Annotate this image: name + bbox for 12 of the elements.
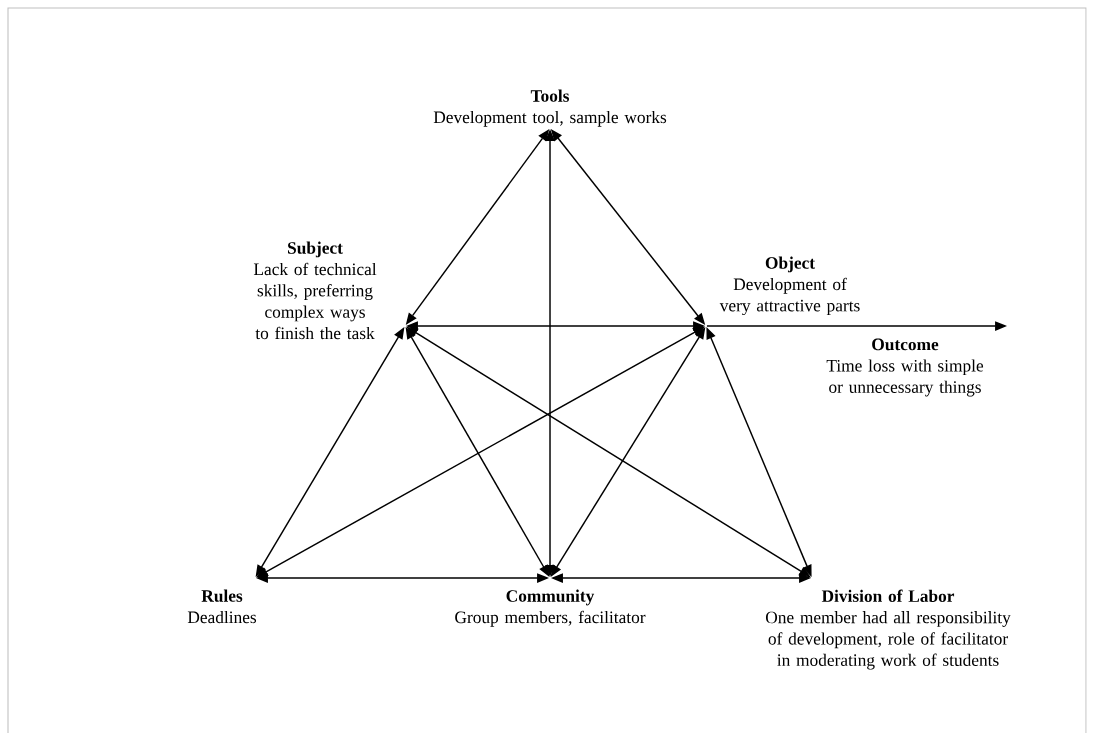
arrow	[550, 327, 706, 577]
node-label: Division of Labor One member had all responsibility of development, role of facilitator in moderating work of students	[765, 589, 1011, 670]
node-label: Rules Deadlines	[187, 589, 257, 624]
node-label: Tools Development tool, sample works	[433, 89, 667, 127]
node-label: Community Group members, facilitator	[455, 589, 646, 627]
node-label: Outcome Time loss with simple or unnecessary things	[826, 338, 984, 397]
node-label: Object Development of very attractive parts	[719, 256, 860, 316]
node-label: Subject Lack of technical skills, preferring complex ways to finish the task	[253, 241, 377, 340]
arrow	[256, 326, 705, 578]
arrow	[405, 327, 550, 577]
arrow	[406, 326, 811, 578]
arrow	[255, 327, 405, 577]
